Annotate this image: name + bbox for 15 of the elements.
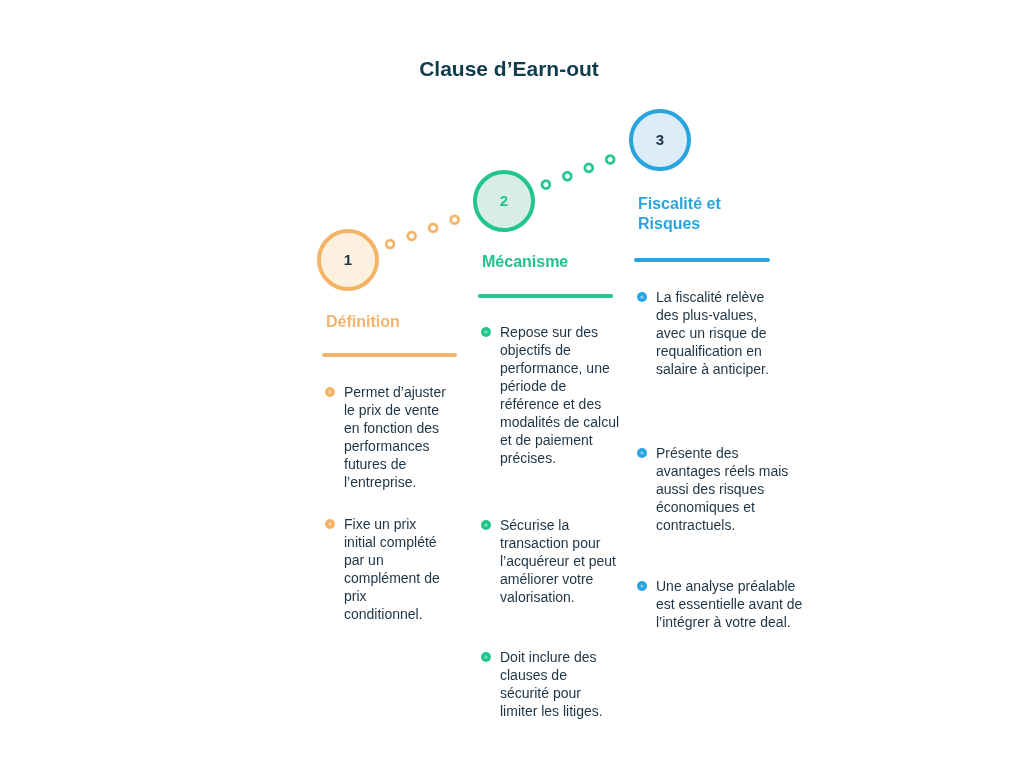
step-heading: Fiscalité et Risques	[638, 194, 722, 234]
bullet-text: Sécurise la transaction pour l’acquéreur et peut améliorer votre valorisation.	[500, 516, 617, 606]
bullet-text: La fiscalité relève des plus-values, avec un risque de requalification en salaire à anticiper.	[656, 288, 770, 378]
step-number: 1	[343, 251, 353, 269]
bullet-text: Doit inclure des clauses de sécurité pour limiter les litiges.	[500, 648, 604, 720]
step-heading: Définition	[326, 312, 401, 332]
bullet-text: Présente des avantages réels mais aussi des risques économiques et contractuels.	[656, 444, 790, 534]
bullet-text: Repose sur des objectifs de performance, une période de référence et des modalités de calcul et de paiement précises.	[500, 323, 621, 467]
bullet-text: Une analyse préalable est essentielle avant de l’intégrer à votre deal.	[656, 577, 804, 631]
step-number: 3	[655, 131, 665, 149]
step-heading: Mécanisme	[482, 252, 570, 272]
step-number: 2	[499, 192, 509, 210]
bullet-text: Permet d’ajuster le prix de vente en fonction des performances futures de l’entreprise.	[344, 383, 447, 491]
bullet-text: Fixe un prix initial complété par un complément de prix conditionnel.	[344, 515, 441, 623]
diagram-title: Clause d’Earn-out	[419, 57, 599, 81]
